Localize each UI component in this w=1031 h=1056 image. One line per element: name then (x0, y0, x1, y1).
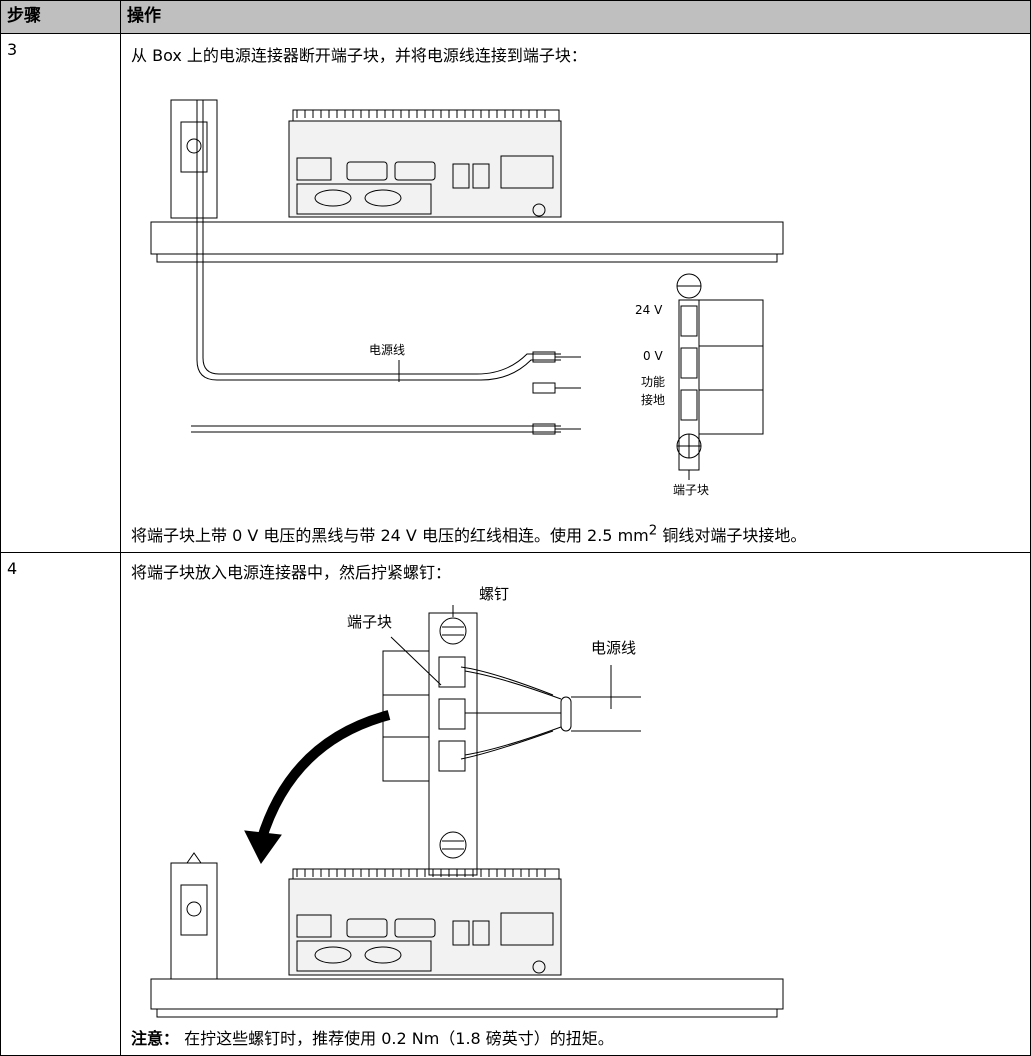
header-step: 步骤 (0, 0, 121, 34)
label-fg-2: 接地 (641, 392, 665, 407)
cable-label: 电源线 (369, 343, 405, 357)
header-row: 步骤 操作 (0, 0, 1031, 34)
label-fg-1: 功能 (641, 375, 665, 389)
cable-label: 电源线 (591, 639, 636, 657)
step-3-instruction: 从 Box 上的电源连接器断开端子块，并将电源线连接到端子块： (131, 46, 587, 65)
screw-label: 螺钉 (479, 585, 509, 603)
note-label: 注意： (131, 1029, 180, 1048)
terminal-block-label: 端子块 (673, 483, 709, 497)
terminal-block-label: 端子块 (347, 613, 392, 631)
step-4-instruction: 将端子块放入电源连接器中，然后拧紧螺钉： (131, 563, 452, 582)
step-row-3: 3 从 Box 上的电源连接器断开端子块，并将电源线连接到端子块： (0, 33, 1031, 553)
step-4-content: 将端子块放入电源连接器中，然后拧紧螺钉： (120, 552, 1031, 1056)
note-text-2: 铜线对端子块接地。 (657, 526, 807, 545)
label-24v: 24 V (635, 303, 663, 317)
step-4-note: 注意： 在拧这些螺钉时，推荐使用 0.2 Nm（1.8 磅英寸）的扭矩。 (131, 1025, 614, 1049)
note-text-1: 将端子块上带 0 V 电压的黑线与带 24 V 电压的红线相连。使用 2.5 m… (131, 526, 649, 545)
step-4-diagram: 螺钉 端子块 电源线 (150, 585, 784, 1018)
step-row-4: 4 将端子块放入电源连接器中，然后拧紧螺钉： (0, 552, 1031, 1056)
step-number: 4 (0, 552, 121, 1056)
step-3-content: 从 Box 上的电源连接器断开端子块，并将电源线连接到端子块： (120, 33, 1031, 553)
note-text: 在拧这些螺钉时，推荐使用 0.2 Nm（1.8 磅英寸）的扭矩。 (179, 1029, 614, 1048)
note-superscript: 2 (648, 523, 658, 539)
step-3-note: 将端子块上带 0 V 电压的黑线与带 24 V 电压的红线相连。使用 2.5 m… (131, 522, 806, 546)
step-number: 3 (0, 33, 121, 553)
header-action: 操作 (120, 0, 1031, 34)
label-0v: 0 V (643, 349, 663, 363)
step-3-diagram: 电源线 24 V 0 V 功能 接地 端子块 (150, 99, 784, 497)
